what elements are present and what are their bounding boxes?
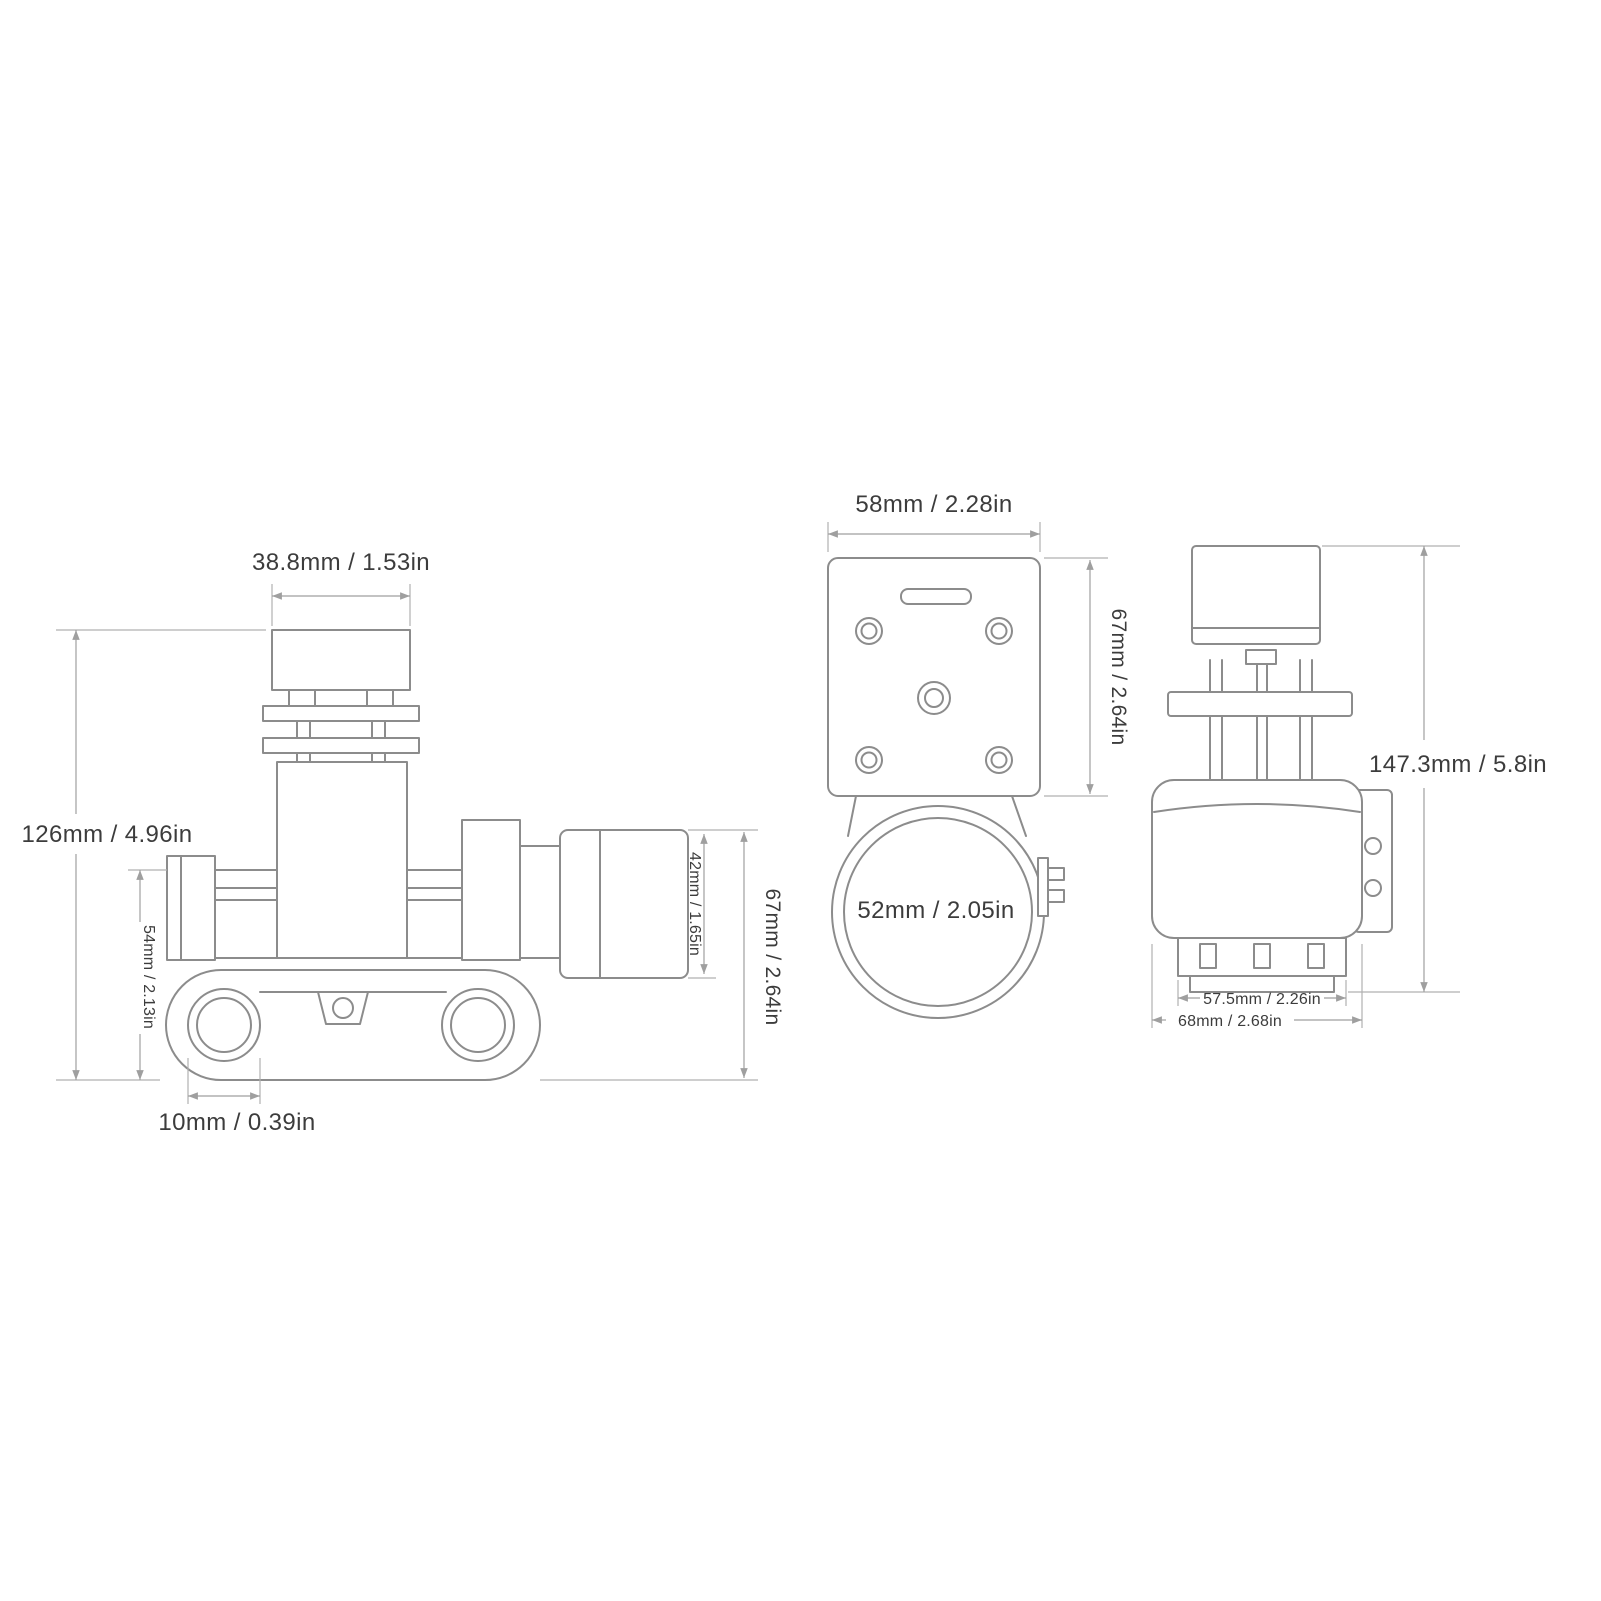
clamp-bolts (1037, 857, 1065, 917)
clamp-ring-inner (843, 817, 1033, 1007)
bottom-bracket-lip (1189, 975, 1335, 993)
bolt-stub-left (296, 752, 311, 763)
dim-base-height: 54mm / 2.13in (140, 925, 157, 1029)
dim-bracket-width: 57.5mm / 2.26in (1203, 991, 1321, 1008)
shaft-collar (1245, 649, 1277, 665)
dim-plate-height: 67mm / 2.64in (1107, 609, 1130, 746)
dim-body-width: 68mm / 2.68in (1178, 1013, 1282, 1030)
bolt-stub-right (371, 752, 386, 763)
side-view-dimensions: 38.8mm / 1.53in 126mm / 4.96in 54mm / 2.… (21, 549, 784, 1136)
center-screw-hole-inner (924, 688, 944, 708)
front-view-drawing (827, 557, 1065, 1019)
arm-right-segment (406, 869, 463, 959)
front-view: 58mm / 2.28in 67mm / 2.64in 52mm / 2.05i… (827, 491, 1130, 1019)
top-mount-block (271, 629, 411, 691)
motor-coupler (519, 845, 561, 959)
mount-foot-left (288, 689, 316, 707)
plate-screws (855, 617, 1013, 774)
back-view-drawing (1151, 545, 1393, 993)
side-plate-hole-bottom (1364, 879, 1382, 897)
dim-ring-diameter: 52mm / 2.05in (857, 897, 1014, 924)
damper-plate-upper (262, 705, 420, 722)
damper-plate-lower (262, 737, 420, 754)
top-motor-block (1191, 545, 1321, 645)
tab-hole (332, 997, 354, 1019)
dim-motor-height: 42mm / 1.65in (686, 852, 703, 956)
back-view-dimensions: 147.3mm / 5.8in 57.5mm / 2.26in 68mm / 2… (1151, 545, 1547, 1030)
right-rod-hole-inner (450, 997, 506, 1053)
side-plate-hole-top (1364, 837, 1382, 855)
back-view: 147.3mm / 5.8in 57.5mm / 2.26in 68mm / 2… (1151, 545, 1547, 1030)
left-rod-hole-inner (196, 997, 252, 1053)
dim-plate-width: 58mm / 2.28in (855, 491, 1012, 518)
dim-right-height: 67mm / 2.64in (761, 889, 784, 1026)
dim-overall-height: 126mm / 4.96in (21, 821, 192, 848)
right-joint-block (461, 819, 521, 961)
front-view-dimensions: 58mm / 2.28in 67mm / 2.64in 52mm / 2.05i… (827, 491, 1130, 924)
arm-left-segment (214, 869, 278, 959)
damper-bolt-left (296, 720, 311, 739)
side-view-drawing (165, 629, 689, 1081)
dim-top-width: 38.8mm / 1.53in (252, 549, 430, 576)
plate-slot (900, 588, 972, 605)
support-posts (1209, 659, 1313, 783)
center-shaft (1256, 663, 1268, 783)
side-view: 38.8mm / 1.53in 126mm / 4.96in 54mm / 2.… (21, 549, 784, 1136)
bracket-slots (1199, 943, 1325, 969)
center-column (276, 761, 408, 959)
cross-plate (1167, 691, 1353, 717)
damper-bolt-right (371, 720, 386, 739)
motor-body (559, 829, 689, 979)
mount-foot-right (366, 689, 394, 707)
arm-left-bracket (166, 855, 216, 961)
dim-overall-height-back: 147.3mm / 5.8in (1369, 751, 1547, 778)
dim-rod-spacing: 10mm / 0.39in (158, 1109, 315, 1136)
arm-rails (214, 887, 463, 901)
mount-plate (827, 557, 1041, 797)
